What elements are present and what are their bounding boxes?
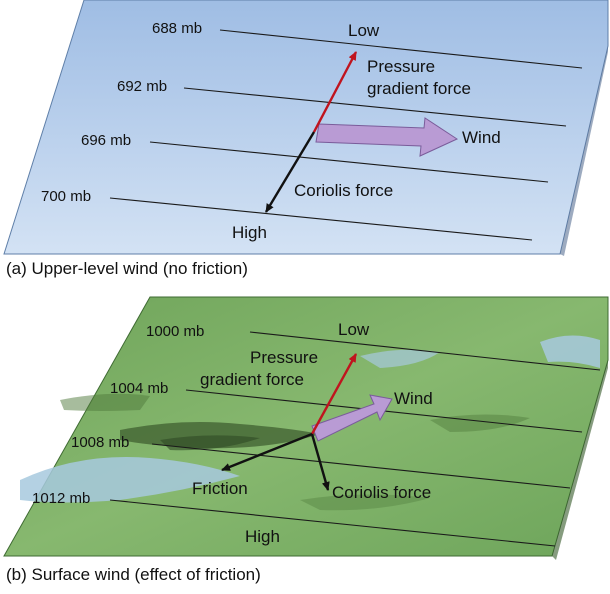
friction-label-b: Friction (192, 479, 248, 498)
isobar-line-1012 (109, 499, 556, 547)
isobar-label-696: 696 mb (81, 132, 131, 149)
isobar-label-688: 688 mb (152, 20, 202, 37)
panel-a: 688 mb 692 mb 696 mb 700 mb Low High Pre… (3, 0, 609, 256)
coriolis-label-a: Coriolis force (294, 181, 393, 200)
isobar-line-1008 (151, 443, 571, 489)
coriolis-label-b: Coriolis force (332, 483, 431, 502)
caption-b: (b) Surface wind (effect of friction) (6, 565, 261, 584)
isobar-label-1012: 1012 mb (32, 490, 90, 507)
isobar-line-1000 (249, 331, 601, 371)
friction-arrow-b (221, 432, 313, 472)
isobar-line-688 (219, 29, 583, 69)
isobar-label-1004: 1004 mb (110, 380, 168, 397)
low-label-b: Low (338, 320, 370, 339)
isobar-line-696 (149, 141, 549, 183)
panel-b: 1000 mb 1004 mb 1008 mb 1012 mb Low High… (3, 296, 609, 560)
low-label-a: Low (348, 21, 380, 40)
upper-level-plate (3, 0, 609, 255)
pgf-label-a-line1: Pressure (367, 57, 435, 76)
surface-plate (3, 296, 609, 557)
coriolis-arrow-b (310, 433, 330, 491)
pgf-label-b-line1: Pressure (250, 348, 318, 367)
high-label-a: High (232, 223, 267, 242)
caption-a: (a) Upper-level wind (no friction) (6, 259, 248, 278)
pgf-arrow-a (312, 51, 358, 133)
isobar-label-1008: 1008 mb (71, 434, 129, 451)
wind-label-b: Wind (394, 389, 433, 408)
terrain-texture (20, 335, 600, 511)
wind-label-a: Wind (462, 128, 501, 147)
pgf-arrow-b (310, 353, 358, 435)
pgf-label-a-line2: gradient force (367, 79, 471, 98)
isobar-label-1000: 1000 mb (146, 323, 204, 340)
isobar-line-692 (183, 87, 567, 127)
pgf-label-b-line2: gradient force (200, 370, 304, 389)
high-label-b: High (245, 527, 280, 546)
isobar-label-700: 700 mb (41, 188, 91, 205)
wind-arrow-a (315, 117, 459, 157)
isobar-label-692: 692 mb (117, 78, 167, 95)
wind-arrow-b (311, 394, 393, 442)
isobar-line-700 (109, 197, 533, 241)
coriolis-arrow-a (264, 131, 316, 213)
